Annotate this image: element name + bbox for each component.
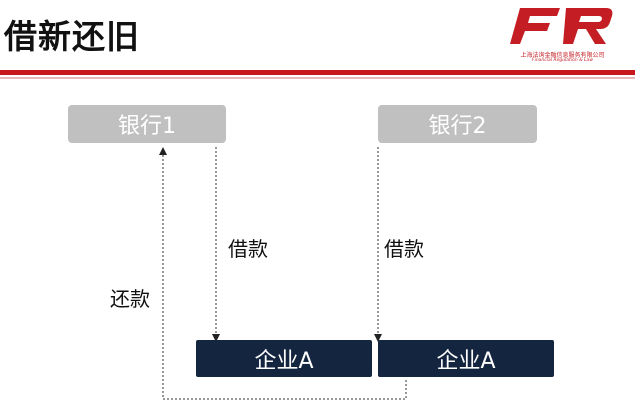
- repay-label: 还款: [110, 287, 150, 311]
- header-red-band: [0, 70, 635, 75]
- repay-arrow: [159, 147, 407, 400]
- bank2-label: 银行2: [428, 114, 487, 139]
- company-a-right-label: 企业A: [436, 348, 496, 374]
- company-a-left-box: 企业A: [196, 340, 372, 377]
- loan1-label: 借款: [228, 237, 268, 261]
- bank1-label: 银行1: [118, 114, 176, 139]
- company-a-right-box: 企业A: [378, 340, 554, 377]
- fr-logo: 上海法询金融信息服务有限公司 Financial Regulation & La…: [510, 4, 630, 66]
- company-a-left-label: 企业A: [254, 348, 314, 374]
- page-title: 借新还旧: [4, 17, 140, 56]
- header-divider: [0, 77, 635, 79]
- logo-company-en: Financial Regulation & Law: [531, 58, 593, 63]
- bank2-box: 银行2: [378, 105, 537, 143]
- logo-company-cn: 上海法询金融信息服务有限公司: [520, 52, 605, 59]
- bank1-box: 银行1: [68, 105, 226, 143]
- loan2-label: 借款: [384, 237, 424, 261]
- fr-logo-mark: [510, 8, 613, 44]
